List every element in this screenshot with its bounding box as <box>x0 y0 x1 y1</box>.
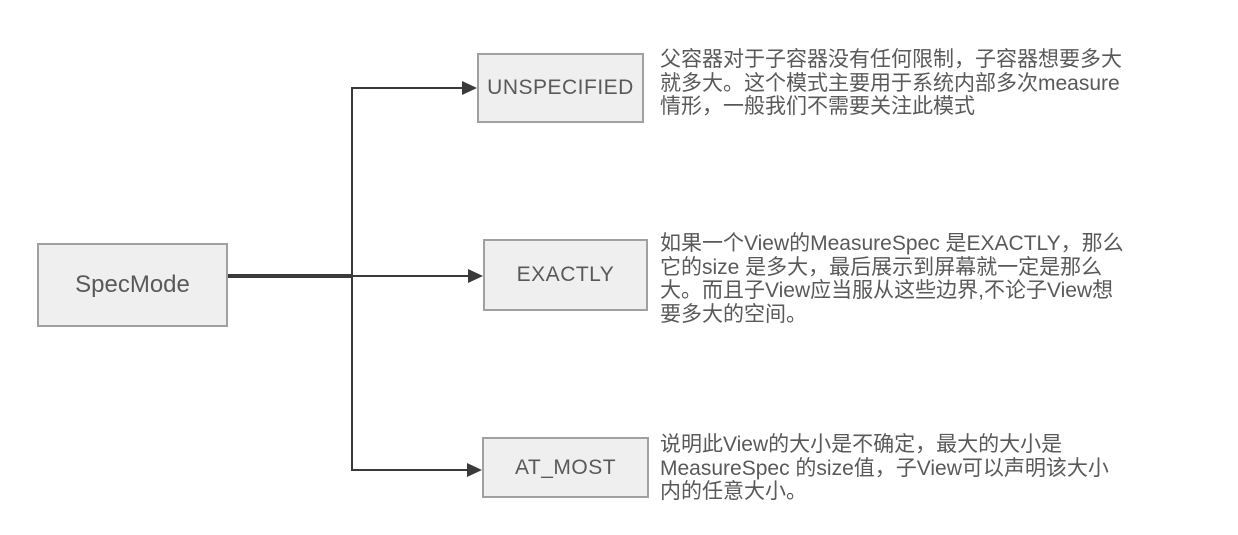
node-exactly: EXACTLY <box>483 239 648 311</box>
description-line: 它的size 是多大，最后展示到屏幕就一定是那么 <box>660 255 1103 279</box>
node-unspecified-label: UNSPECIFIED <box>487 76 634 99</box>
description-line: 如果一个View的MeasureSpec 是EXACTLY，那么 <box>660 232 1124 255</box>
description-line: 大。而且子View应当服从这些边界,不论子View想 <box>660 279 1114 303</box>
node-specmode-label: SpecMode <box>75 271 190 298</box>
description-exactly: 如果一个View的MeasureSpec 是EXACTLY，那么 它的size … <box>660 232 1220 326</box>
description-line: 内的任意大小。 <box>660 480 807 504</box>
node-atmost: AT_MOST <box>482 437 649 498</box>
description-line: 要多大的空间。 <box>660 302 807 326</box>
description-atmost: 说明此View的大小是不确定，最大的大小是 MeasureSpec 的size值… <box>660 433 1220 504</box>
description-unspecified: 父容器对于子容器没有任何限制，子容器想要多大 就多大。这个模式主要用于系统内部多… <box>660 48 1220 119</box>
arrowhead-exactly <box>468 269 483 283</box>
description-line: 就多大。这个模式主要用于系统内部多次measure <box>660 71 1120 95</box>
description-line: 父容器对于子容器没有任何限制，子容器想要多大 <box>660 48 1122 71</box>
description-line: 说明此View的大小是不确定，最大的大小是 <box>660 433 1063 456</box>
node-unspecified: UNSPECIFIED <box>477 53 644 123</box>
node-specmode: SpecMode <box>37 243 228 327</box>
description-line: 情形，一般我们不需要关注此模式 <box>660 95 975 119</box>
arrowhead-unspecified <box>462 81 477 95</box>
node-exactly-label: EXACTLY <box>516 263 615 286</box>
description-line: MeasureSpec 的size值，子View可以声明该大小 <box>660 456 1109 480</box>
arrowhead-atmost <box>467 463 482 477</box>
node-atmost-label: AT_MOST <box>514 455 617 479</box>
